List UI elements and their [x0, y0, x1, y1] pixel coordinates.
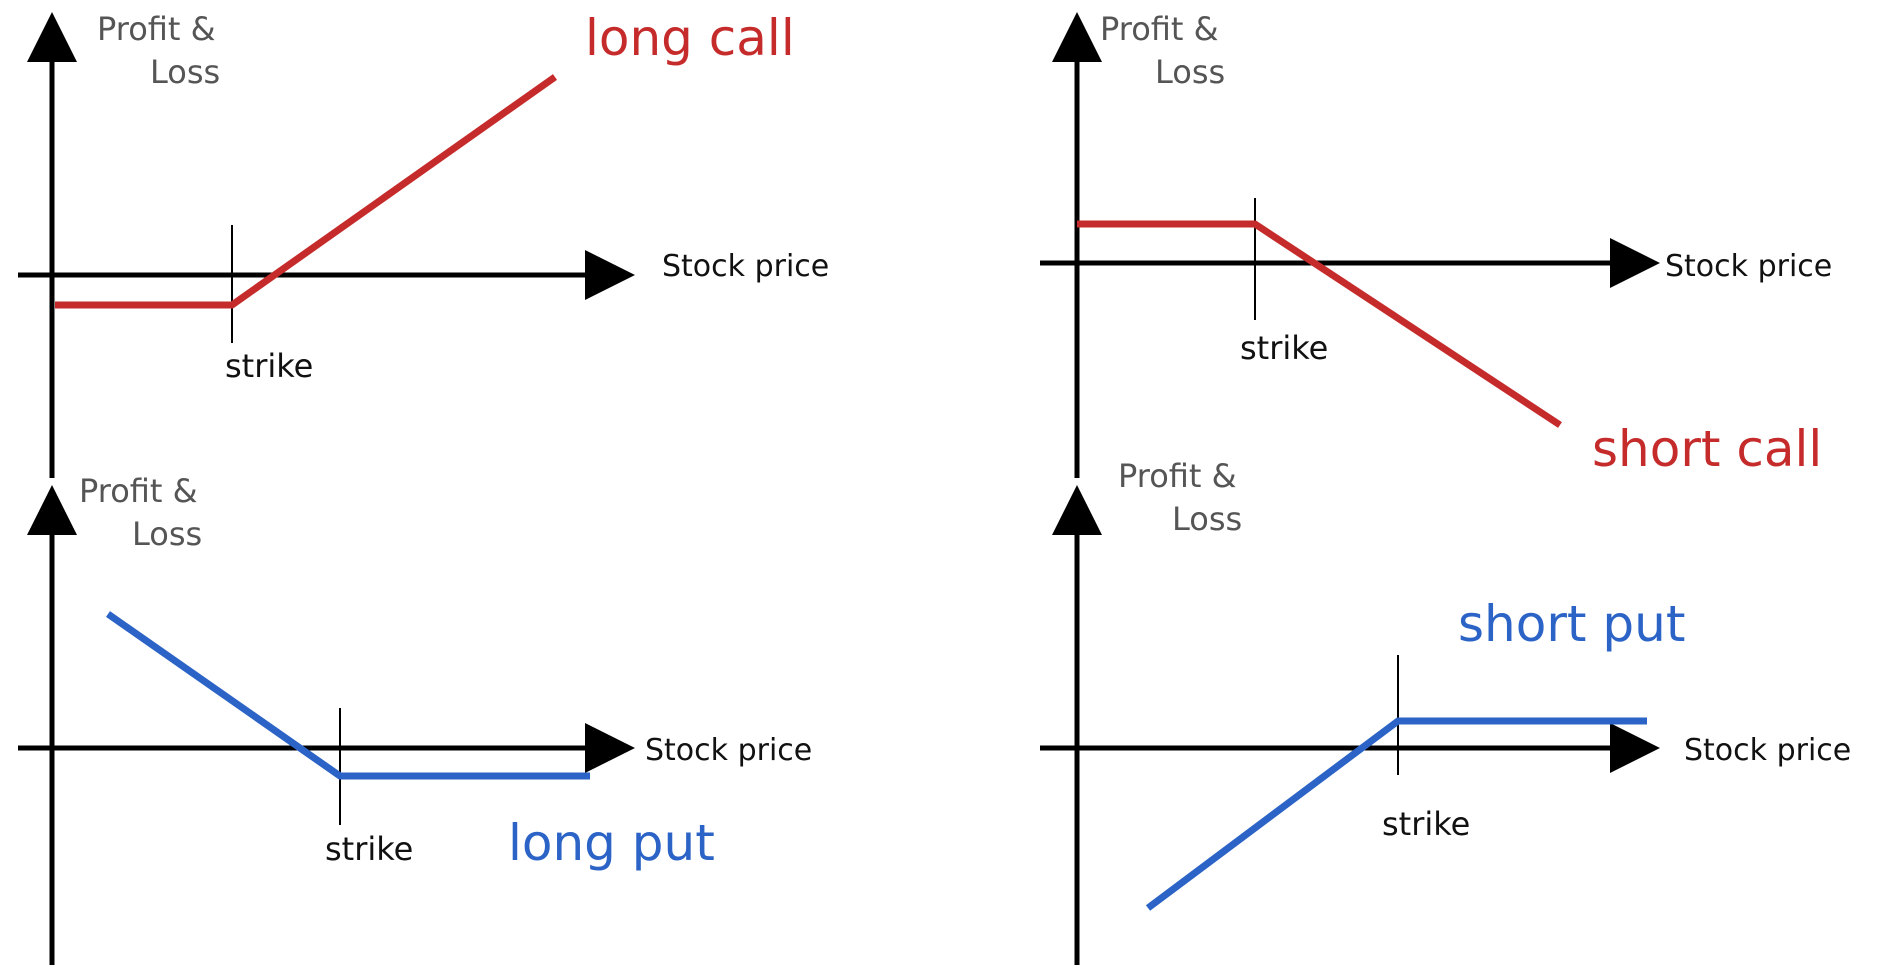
strike-label: strike [1240, 329, 1328, 367]
y-axis-label-line2: Loss [150, 53, 220, 91]
y-axis-label-line2: Loss [132, 515, 202, 553]
y-axis-label-line1: Profit & [1100, 10, 1219, 48]
panel-title: long put [508, 814, 715, 872]
panel-long-put: Profit & Loss Stock price strike long pu… [18, 472, 812, 965]
panel-title: long call [585, 9, 795, 67]
payoff-line [1077, 220, 1562, 428]
x-axis-label: Stock price [662, 249, 829, 284]
x-axis-label: Stock price [1665, 249, 1832, 284]
panel-title: short call [1592, 420, 1822, 478]
y-axis-label-line2: Loss [1155, 53, 1225, 91]
panel-long-call: Profit & Loss Stock price strike long ca… [18, 9, 829, 478]
x-axis-label: Stock price [1684, 733, 1851, 768]
strike-label: strike [325, 830, 413, 868]
panel-short-call: Profit & Loss Stock price strike short c… [1040, 10, 1832, 478]
payoff-line [105, 611, 590, 780]
x-axis-label: Stock price [645, 733, 812, 768]
y-axis-label-line1: Profit & [97, 10, 216, 48]
strike-label: strike [225, 347, 313, 385]
panel-short-put: Profit & Loss Stock price strike short p… [1040, 457, 1851, 965]
strike-label: strike [1382, 805, 1470, 843]
payoff-line [1145, 717, 1647, 911]
y-axis-label-line1: Profit & [79, 472, 198, 510]
y-axis-label-line2: Loss [1172, 500, 1242, 538]
panel-title: short put [1458, 595, 1685, 653]
payoff-line [55, 74, 558, 309]
y-axis-label-line1: Profit & [1118, 457, 1237, 495]
